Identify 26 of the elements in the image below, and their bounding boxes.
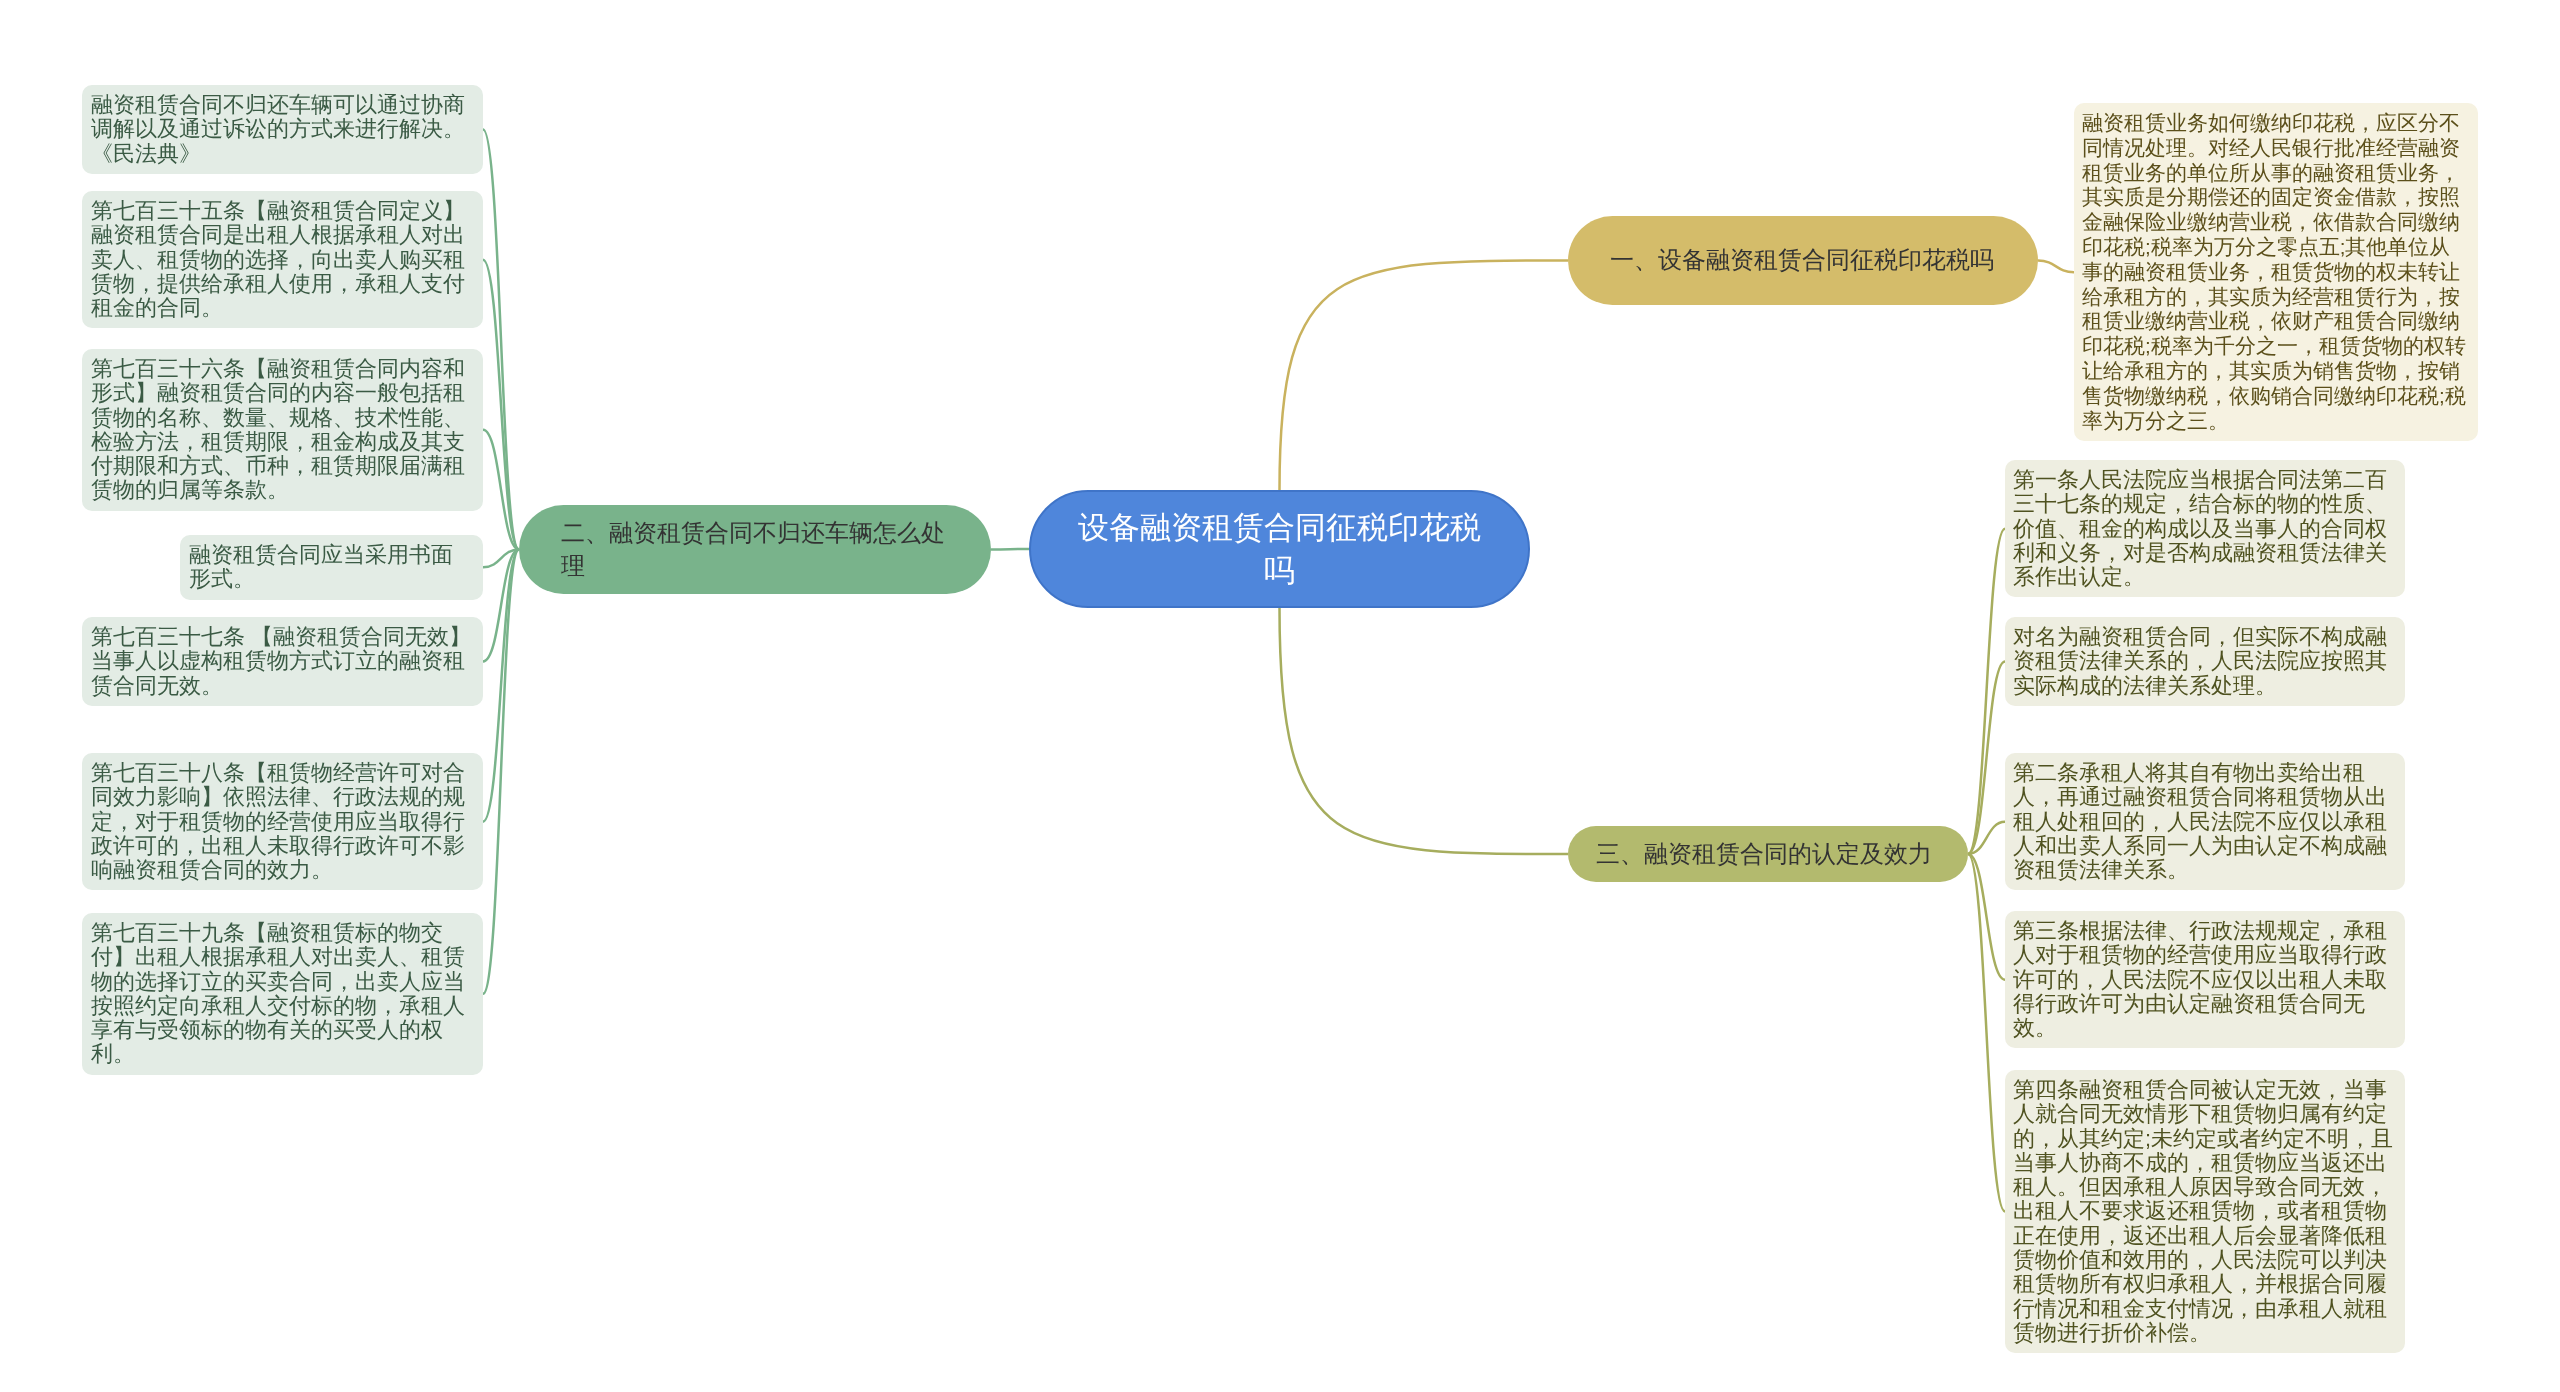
note-box: 融资租赁业务如何缴纳印花税，应区分不同情况处理。对经人民银行批准经营融资租赁业务的单位所从事的融资租赁业务，其实质是分期偿还的固定资金借款，按照金融保险业缴纳营业税，依借款合同缴纳印花税;税率为万分之零点五;其他单位从事的融资租赁业务，租赁货物的权未转让给承租方的，其实质为经营租赁行为，按租赁业缴纳营业税，依财产租赁合同缴纳印花税;税率为千分之一，租赁货物的权转让给承租方的，其实质为销售货物，按销售货物缴纳税，依购销合同缴纳印花税;税率为万分之三。 [2074,103,2478,442]
connector-line [1967,660,2006,855]
main-topic-box: 设备融资租赁合同征税印花税吗 [1029,490,1530,608]
connector-line [1278,607,1568,856]
note-box: 第三条根据法律、行政法规规定，承租人对于租赁物的经营使用应当取得行政许可的，人民法院不应仅以出租人未取得行政许可为由认定融资租赁合同无效。 [2005,911,2405,1049]
connector-line [481,548,521,995]
branch-box: 三、融资租赁合同的认定及效力 [1568,826,1968,882]
note-box: 第七百三十六条【融资租赁合同内容和形式】融资租赁合同的内容一般包括租赁物的名称、数量、规格、技术性能、检验方法，租赁期限，租金构成及其支付期限和方式、币种，租赁期限届满租赁物的归属等条款。 [82,349,483,511]
connector-line [1966,528,2007,855]
note-box: 第七百三十七条 【融资租赁合同无效】当事人以虚构租赁物方式订立的融资租赁合同无效。 [82,617,483,706]
note-box: 融资租赁合同不归还车辆可以通过协商调解以及通过诉讼的方式来进行解决。《民法典》 [82,85,483,174]
note-box: 对名为融资租赁合同，但实际不构成融资租赁法律关系的，人民法院应按照其实际构成的法律关系处理。 [2005,617,2405,706]
connector-line [1278,259,1568,491]
connector-line [1967,852,2006,981]
note-box: 融资租赁合同应当采用书面形式。 [180,535,483,600]
connector-line [2037,259,2075,274]
branch-box: 二、融资租赁合同不归还车辆怎么处理 [519,505,991,594]
note-box: 第七百三十八条【租赁物经营许可对合同效力影响】依照法律、行政法规的规定，对于租赁物的经营使用应当取得行政许可的，出租人未取得行政许可不影响融资租赁合同的效力。 [82,753,483,891]
note-box: 第七百三十九条【融资租赁标的物交付】出租人根据承租人对出卖人、租赁物的选择订立的买卖合同，出卖人应当按照约定向承租人交付标的物，承租人享有与受领标的物有关的买受人的权利。 [82,913,483,1075]
note-box: 第一条人民法院应当根据合同法第二百三十七条的规定，结合标的物的性质、价值、租金的构成以及当事人的合同权利和义务，对是否构成融资租赁法律关系作出认定。 [2005,460,2405,598]
note-box: 第七百三十五条【融资租赁合同定义】融资租赁合同是出租人根据承租人对出卖人、租赁物的选择，向出卖人购买租赁物，提供给承租人使用，承租人支付租金的合同。 [82,191,483,329]
note-box: 第二条承租人将其自有物出卖给出租人，再通过融资租赁合同将租赁物从出租人处租回的，人民法院不应仅以承租人和出卖人系同一人为由认定不构成融资租赁法律关系。 [2005,753,2405,891]
connector-line [1966,853,2007,1213]
connector-line [991,547,1029,551]
branch-box: 一、设备融资租赁合同征税印花税吗 [1568,216,2038,305]
note-box: 第四条融资租赁合同被认定无效，当事人就合同无效情形下租赁物归属有约定的，从其约定;未约定或者约定不明，且当事人协商不成的，租赁物应当返还出租人。但因承租人原因导致合同无效，出租人不要求返还租赁物，或者租赁物正在使用，返还出租人后会显著降低租赁物价值和效用的，人民法院可以判决租赁物所有权归承租人，并根据合同履行情况和租金支付情况，由承租人就租赁物进行折价补偿。 [2005,1070,2405,1354]
